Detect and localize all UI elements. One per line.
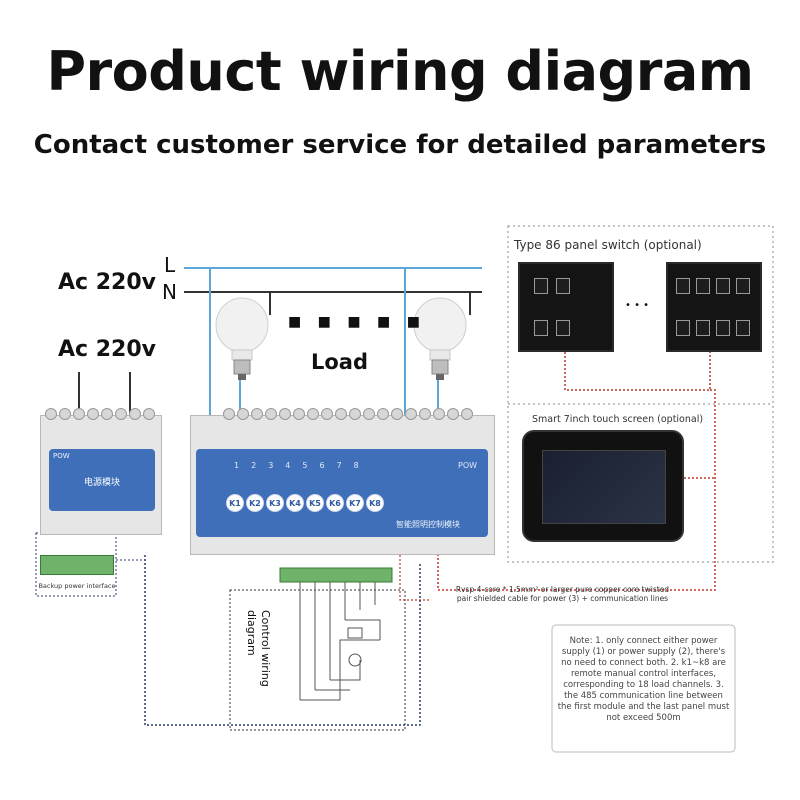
touch-screen-device: [522, 430, 684, 542]
panel-ellipsis: • • •: [625, 300, 650, 311]
switch-key[interactable]: [716, 320, 730, 336]
terminal-strip: [223, 408, 473, 420]
page-subtitle: Contact customer service for detailed pa…: [33, 130, 767, 160]
switch-key[interactable]: [716, 278, 730, 294]
wiring-note: Note: 1. only connect either power suppl…: [557, 636, 730, 723]
manual-key-button[interactable]: K4: [286, 494, 304, 512]
channel-indicator: 2: [251, 461, 257, 470]
switch-key[interactable]: [696, 320, 710, 336]
panel-switch-label: Type 86 panel switch (optional): [514, 238, 702, 252]
channel-indicator: 3: [268, 461, 274, 470]
control-module-name: 智能照明控制模块: [396, 520, 460, 529]
channel-indicator: 7: [336, 461, 342, 470]
ac-220v-label-top: Ac 220v: [58, 270, 156, 295]
manual-key-button[interactable]: K6: [326, 494, 344, 512]
power-module-name: 电源模块: [83, 478, 120, 488]
switch-key[interactable]: [736, 278, 750, 294]
pow-label: POW: [53, 452, 70, 460]
ac-220v-label-bottom: Ac 220v: [58, 337, 156, 362]
backup-power-label: Backup power interface: [38, 582, 116, 590]
switch-key[interactable]: [696, 278, 710, 294]
manual-key-button[interactable]: K5: [306, 494, 324, 512]
touch-screen-label: Smart 7inch touch screen (optional): [532, 414, 704, 425]
switch-key[interactable]: [736, 320, 750, 336]
channel-indicator: 4: [285, 461, 291, 470]
switch-key[interactable]: [556, 320, 570, 336]
switch-key[interactable]: [676, 320, 690, 336]
control-module-face: 1 2 3 4 5 6 7 8 POW K1 K2 K3 K4 K5 K6 K7…: [196, 449, 488, 537]
manual-key-button[interactable]: K2: [246, 494, 264, 512]
panel-switch-8key: [666, 262, 762, 352]
terminal-strip: [45, 408, 155, 420]
channel-indicator: 6: [319, 461, 325, 470]
cable-note: Rvsp 4-core * 1.5mm² or larger pure copp…: [455, 585, 670, 603]
power-module-face: POW 电源模块: [49, 449, 155, 511]
load-label: Load: [311, 350, 369, 374]
switch-key[interactable]: [676, 278, 690, 294]
page-title: Product wiring diagram: [46, 40, 754, 103]
manual-key-button[interactable]: K3: [266, 494, 284, 512]
touch-screen-display[interactable]: [542, 450, 666, 524]
lighting-control-module: 1 2 3 4 5 6 7 8 POW K1 K2 K3 K4 K5 K6 K7…: [190, 408, 495, 555]
backup-terminal-block: [40, 555, 114, 575]
light-bulb-icon: [413, 297, 467, 380]
line-n-label: N: [162, 280, 177, 304]
switch-key[interactable]: [534, 278, 548, 294]
channel-indicators: 1 2 3 4 5 6 7 8: [234, 461, 359, 470]
panel-switch-4key: [518, 262, 614, 352]
switch-key[interactable]: [534, 320, 548, 336]
control-wiring-label: Control wiring diagram: [245, 610, 272, 687]
manual-key-button[interactable]: K1: [226, 494, 244, 512]
light-bulb-icon: [215, 297, 269, 380]
manual-key-button[interactable]: K7: [346, 494, 364, 512]
manual-key-button[interactable]: K8: [366, 494, 384, 512]
power-module: POW 电源模块: [40, 408, 162, 535]
channel-indicator: 1: [234, 461, 240, 470]
load-dots: ■ ■ ■ ■ ■: [288, 314, 426, 330]
channel-indicator: 5: [302, 461, 308, 470]
switch-key[interactable]: [556, 278, 570, 294]
pow-label: POW: [458, 461, 478, 470]
channel-indicator: 8: [353, 461, 359, 470]
manual-key-row: K1 K2 K3 K4 K5 K6 K7 K8: [226, 494, 384, 512]
line-l-label: L: [164, 253, 176, 277]
